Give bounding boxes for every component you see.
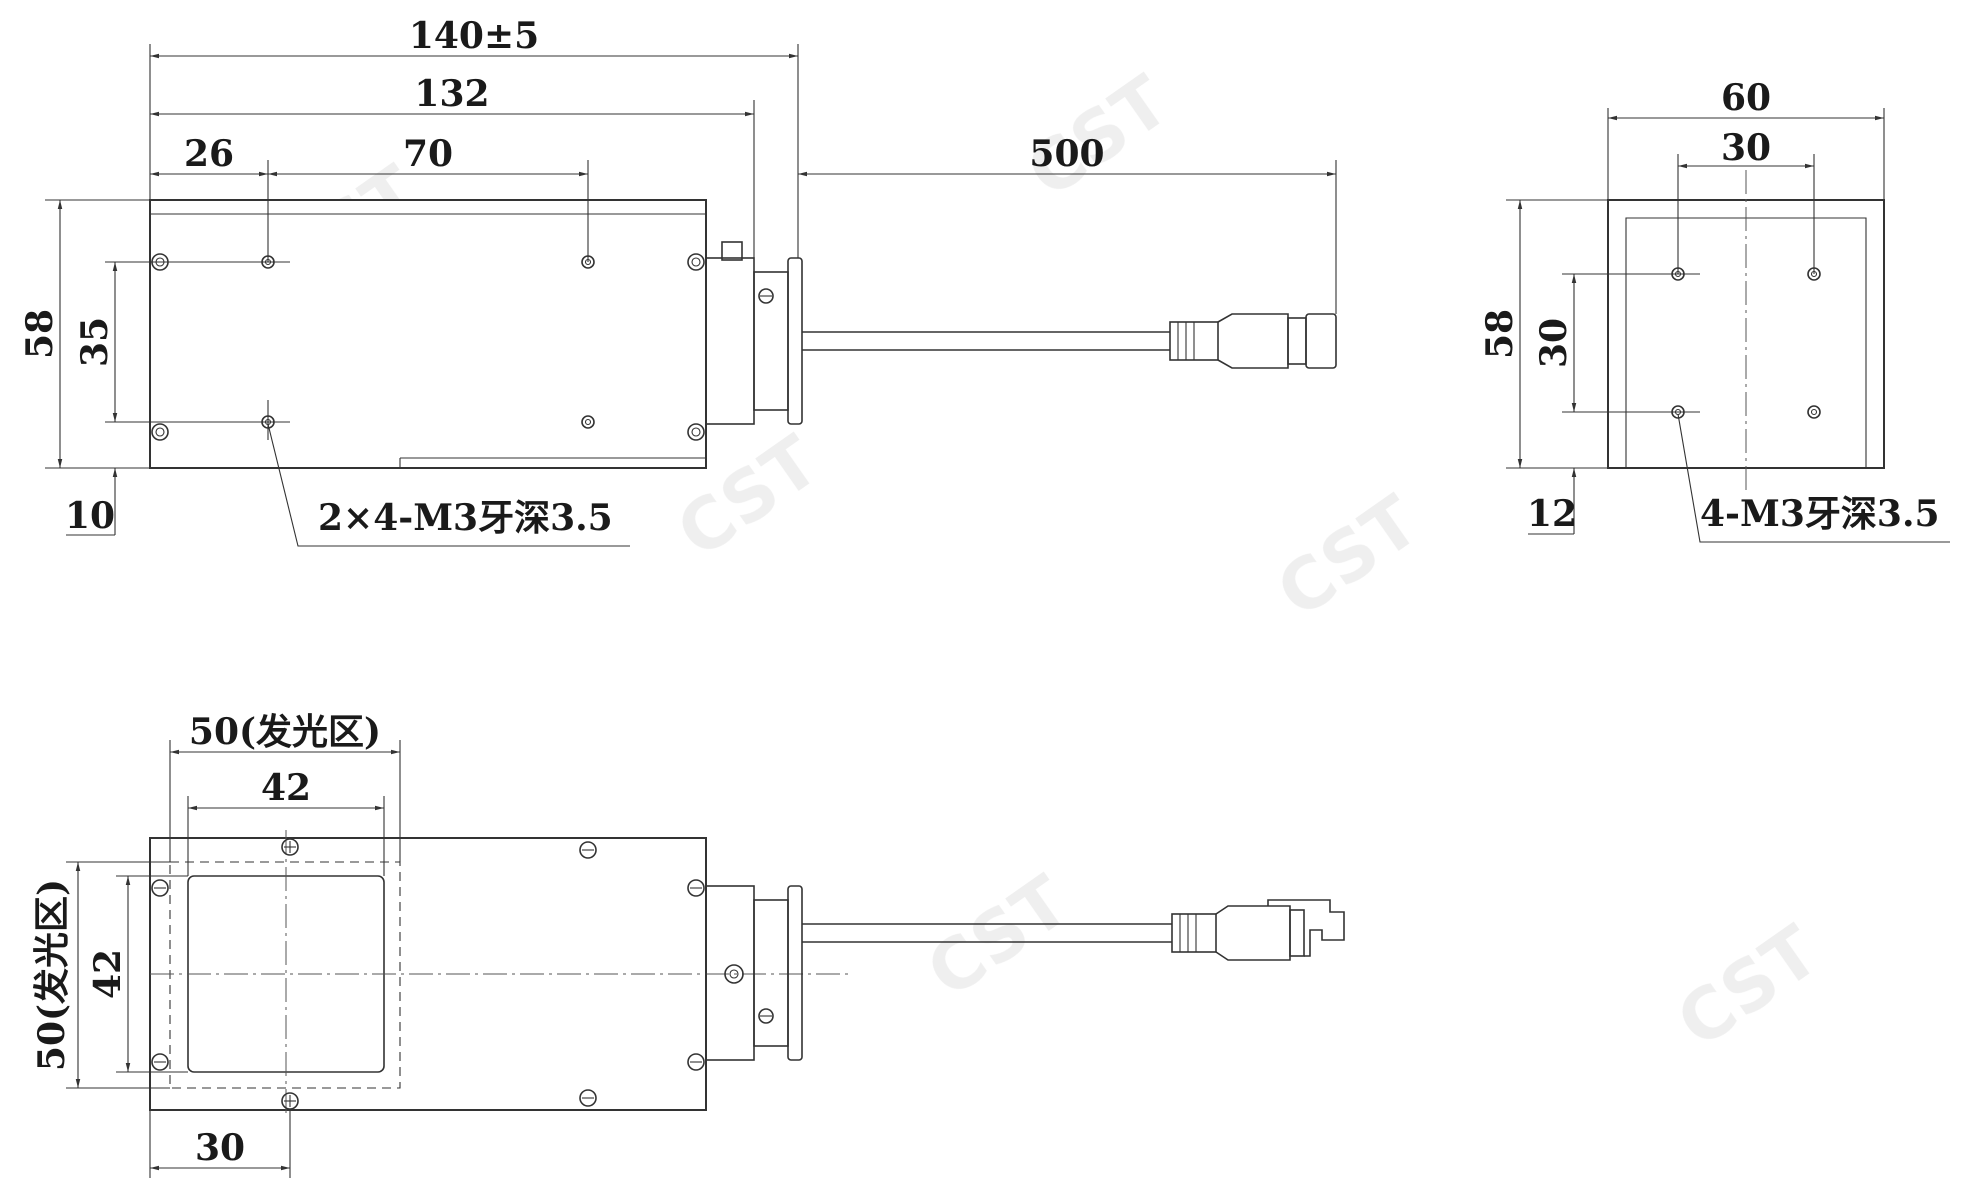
side-dim-hole-spacing: 30	[1721, 127, 1771, 169]
dim-offset: 30	[195, 1127, 245, 1169]
side-dim-width: 60	[1721, 77, 1771, 119]
dim-emitting-width: 50(发光区)	[189, 711, 381, 753]
front-dimension-lines	[45, 44, 1337, 547]
dim-window-height: 42	[87, 949, 129, 999]
dim-overall-length: 140±5	[409, 15, 539, 57]
dim-cable-length: 500	[1029, 133, 1104, 175]
side-dim-height: 58	[1479, 309, 1521, 359]
front-thread-callout: 2×4-M3牙深3.5	[318, 497, 613, 539]
dim-body-length: 132	[414, 73, 489, 115]
dim-hole-spacing: 70	[403, 133, 453, 175]
dim-hole-spacing-vertical: 35	[74, 317, 116, 367]
svg-text:CST: CST	[1663, 910, 1834, 1064]
dim-emitting-height: 50(发光区)	[31, 879, 73, 1071]
bottom-screws	[151, 838, 705, 1110]
side-dimension-lines	[1506, 108, 1950, 543]
bottom-view: 50(发光区) 42 42 50(发光区) 30	[31, 711, 1345, 1178]
bottom-connector	[705, 885, 1345, 1061]
front-corner-screws	[151, 253, 705, 441]
front-body-outline	[149, 199, 707, 469]
side-dim-bottom-offset: 12	[1527, 493, 1577, 535]
bottom-dimension-lines	[66, 740, 401, 1178]
emitting-area-outline	[169, 861, 401, 1089]
side-dim-hole-spacing-vertical: 30	[1533, 318, 1575, 368]
dim-window-width: 42	[261, 767, 311, 809]
dim-hole-offset: 26	[184, 133, 234, 175]
side-view: 60 30 58 30 12 4-M3牙深3.5	[1479, 77, 1950, 543]
front-view: 140±5 132 26 70 500 58 35 10 2×4-M3牙深3.5	[19, 15, 1337, 547]
side-thread-callout: 4-M3牙深3.5	[1700, 493, 1940, 535]
dim-height: 58	[19, 309, 61, 359]
svg-text:CST: CST	[913, 860, 1084, 1014]
svg-text:CST: CST	[1263, 480, 1434, 634]
front-connector	[705, 241, 1337, 425]
dim-bottom-offset: 10	[65, 495, 115, 537]
